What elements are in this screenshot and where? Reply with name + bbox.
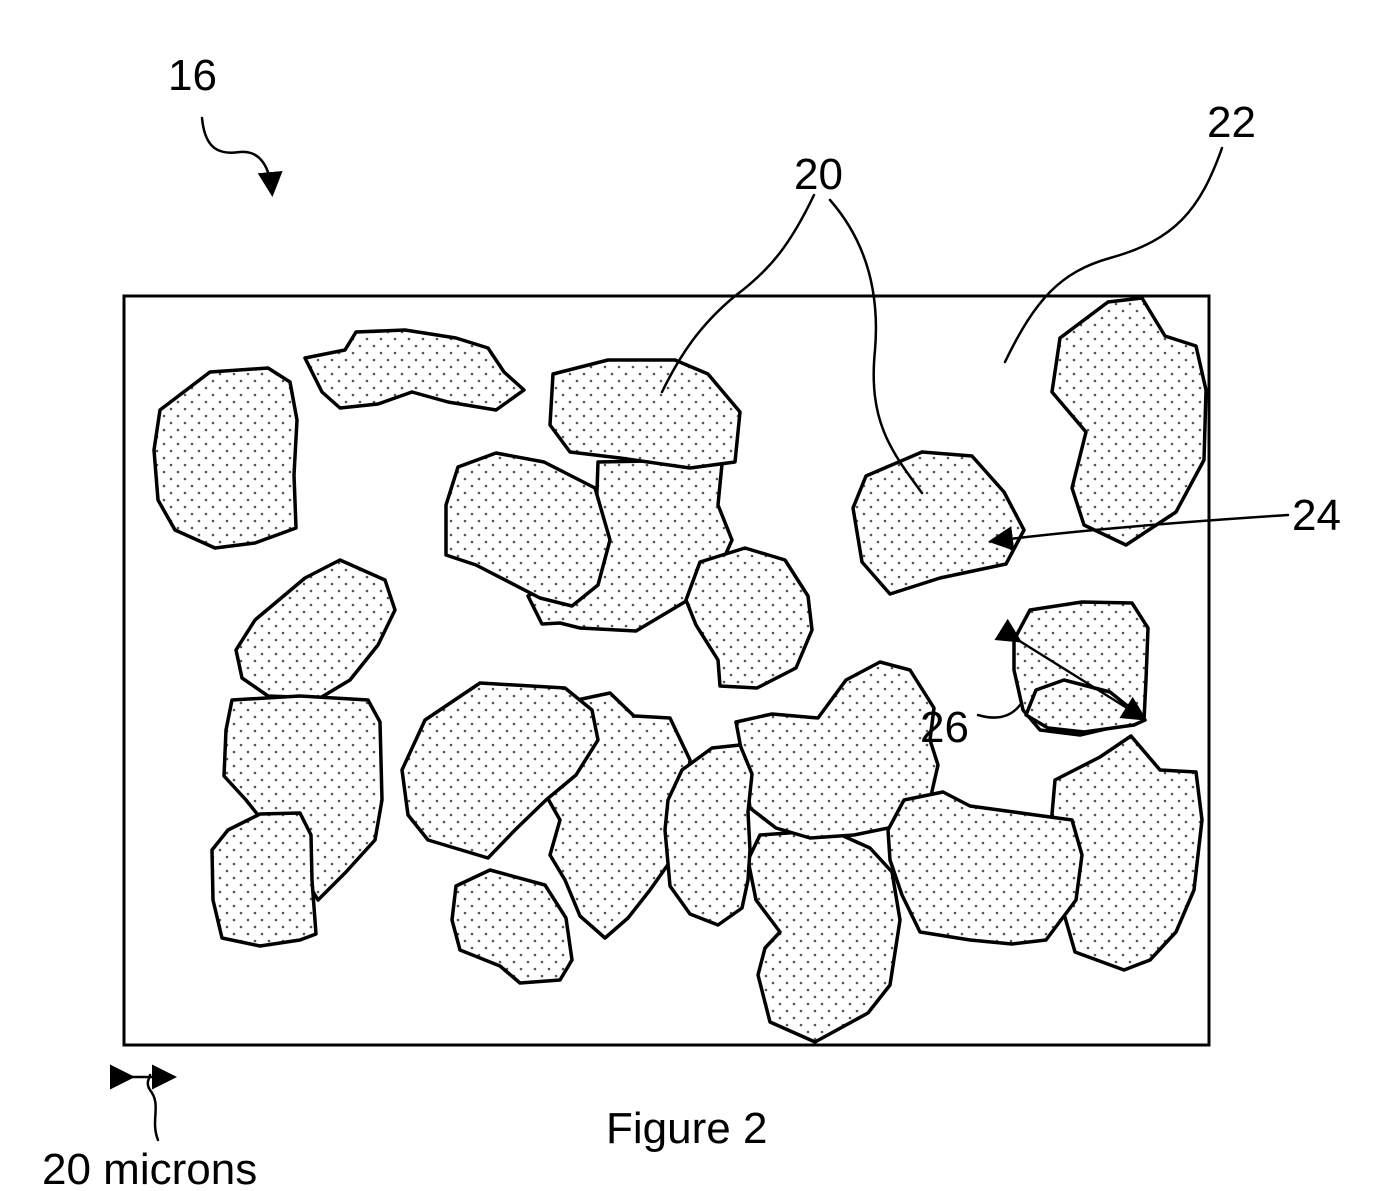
ref-20: 20 <box>794 150 843 199</box>
ref-24: 24 <box>1292 491 1341 540</box>
leader-20-b <box>830 200 922 493</box>
particle <box>748 830 900 1042</box>
particle <box>446 453 610 606</box>
particle <box>212 813 316 946</box>
particle <box>1052 298 1206 545</box>
leader-16 <box>202 118 272 192</box>
particle <box>452 870 572 983</box>
particle <box>236 560 395 698</box>
particles <box>154 298 1206 1042</box>
ref-22: 22 <box>1207 98 1256 147</box>
ref-16: 16 <box>168 51 217 100</box>
particle <box>853 452 1024 594</box>
particle <box>550 360 740 468</box>
particle <box>686 548 812 688</box>
scale-bar-leader <box>148 1075 158 1140</box>
particle <box>154 368 297 548</box>
leader-26 <box>978 705 1020 718</box>
figure-caption: Figure 2 <box>606 1104 767 1153</box>
ref-26: 26 <box>920 703 969 752</box>
particle <box>305 330 524 410</box>
scale-label: 20 microns <box>42 1145 257 1191</box>
